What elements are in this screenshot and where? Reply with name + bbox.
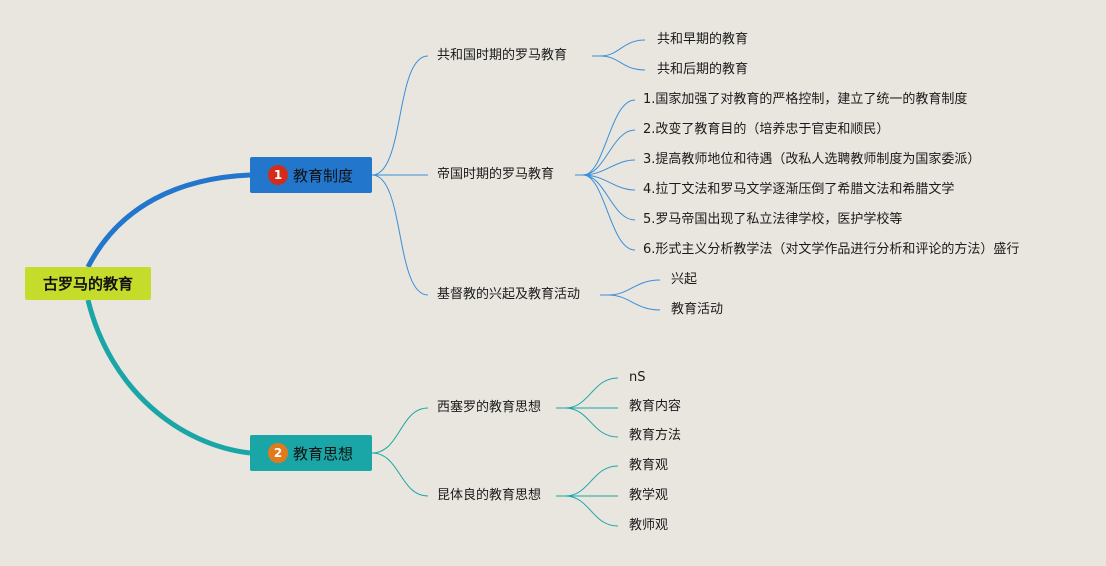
priority-1-badge: 1 — [268, 165, 288, 185]
leaf-item[interactable]: 共和早期的教育 — [657, 32, 749, 47]
leaf-item[interactable]: nS — [629, 370, 646, 385]
root-to-branch1-line — [85, 172, 251, 269]
topic-republic-era[interactable]: 共和国时期的罗马教育 — [437, 48, 568, 63]
root-node[interactable]: 古罗马的教育 — [25, 267, 151, 300]
leaf-item[interactable]: 6.形式主义分析教学法（对文学作品进行分析和评论的方法）盛行 — [643, 242, 1020, 257]
leaf-item[interactable]: 4.拉丁文法和罗马文学逐渐压倒了希腊文法和希腊文学 — [643, 182, 955, 197]
leaf-item[interactable]: 兴起 — [671, 272, 698, 287]
leaf-item[interactable]: 1.国家加强了对教育的严格控制，建立了统一的教育制度 — [643, 92, 968, 107]
leaf-item[interactable]: 2.改变了教育目的（培养忠于官吏和顺民） — [643, 122, 890, 137]
leaf-item[interactable]: 教师观 — [629, 518, 669, 533]
leaf-item[interactable]: 教育内容 — [629, 399, 682, 414]
leaf-item[interactable]: 5.罗马帝国出现了私立法律学校，医护学校等 — [643, 212, 903, 227]
root-to-branch2-line — [85, 299, 251, 456]
topic-cicero[interactable]: 西塞罗的教育思想 — [437, 400, 542, 415]
leaf-item[interactable]: 3.提高教师地位和待遇（改私人选聘教师制度为国家委派） — [643, 152, 981, 167]
branch-label: 教育制度 — [293, 166, 354, 185]
root-label: 古罗马的教育 — [42, 275, 133, 293]
leaf-item[interactable]: 教育方法 — [629, 428, 682, 443]
leaf-item[interactable]: 共和后期的教育 — [657, 62, 749, 77]
priority-2-badge: 2 — [268, 443, 288, 463]
branch-node-education-system[interactable]: 1 教育制度 — [250, 157, 372, 193]
leaf-item[interactable]: 教学观 — [629, 488, 669, 503]
branch-node-education-thought[interactable]: 2 教育思想 — [250, 435, 372, 471]
leaf-item[interactable]: 教育观 — [629, 458, 669, 473]
topic-empire-era[interactable]: 帝国时期的罗马教育 — [437, 167, 555, 182]
branch-label: 教育思想 — [293, 444, 354, 463]
topic-christianity[interactable]: 基督教的兴起及教育活动 — [437, 287, 581, 302]
leaf-item[interactable]: 教育活动 — [671, 302, 724, 317]
topic-quintilian[interactable]: 昆体良的教育思想 — [437, 488, 542, 503]
